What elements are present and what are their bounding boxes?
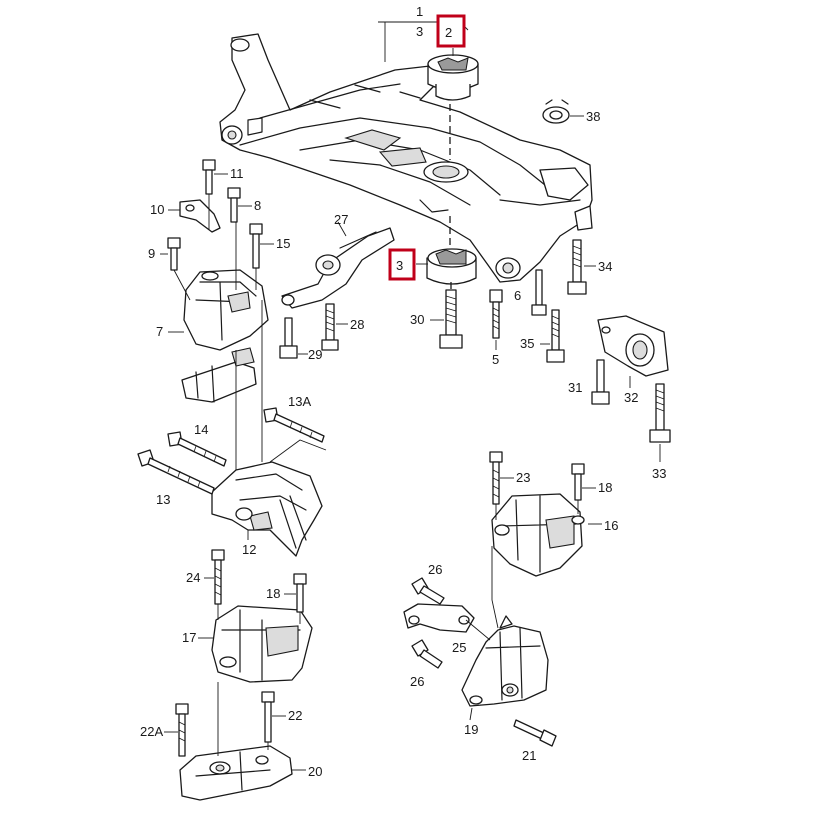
bolt-6: [531, 269, 547, 316]
mount-17: [211, 605, 313, 683]
bracket-10: [179, 199, 221, 233]
callout-14: 14: [194, 422, 208, 437]
callout-7: 7: [156, 324, 163, 339]
bushing-bottom: [426, 248, 477, 285]
callout-34: 34: [598, 259, 612, 274]
bracket-12: [211, 461, 323, 557]
callout-18-left: 18: [266, 586, 280, 601]
callout-30: 30: [410, 312, 424, 327]
callout-2: 2: [445, 25, 452, 40]
bracket-20: [179, 745, 293, 801]
callout-1: 1: [416, 4, 423, 19]
callout-33: 33: [652, 466, 666, 481]
bolt-29: [279, 317, 298, 359]
callout-11: 11: [230, 166, 244, 181]
bolt-26-bottom: [411, 639, 443, 669]
callout-9: 9: [148, 246, 155, 261]
engine-mount-7: [183, 269, 269, 351]
bushing-top: [427, 54, 479, 101]
callout-5: 5: [492, 352, 499, 367]
callout-8: 8: [254, 198, 261, 213]
bolt-11: [202, 159, 216, 195]
callout-29: 29: [308, 347, 322, 362]
callout-13: 13: [156, 492, 170, 507]
callout-24: 24: [186, 570, 200, 585]
bolt-22: [261, 691, 275, 743]
callout-38: 38: [586, 109, 600, 124]
bolt-24: [211, 549, 225, 605]
callout-25: 25: [452, 640, 466, 655]
callout-2-highlight: [436, 14, 466, 48]
callout-12: 12: [242, 542, 256, 557]
callout-17: 17: [182, 630, 196, 645]
arm-25: [403, 603, 475, 633]
bolt-34: [567, 239, 587, 295]
bolt-22a: [175, 703, 189, 757]
callout-3: 3: [396, 258, 403, 273]
bolt-18-right: [571, 463, 585, 501]
callout-27: 27: [334, 212, 348, 227]
bolt-33: [649, 383, 671, 443]
callout-20: 20: [308, 764, 322, 779]
bolt-13: [137, 449, 215, 495]
bolt-15: [249, 223, 263, 269]
bolt-21: [513, 719, 557, 747]
callout-13a: 13A: [288, 394, 311, 409]
callout-15: 15: [276, 236, 290, 251]
clip-38: [542, 99, 570, 124]
callout-18-right: 18: [598, 480, 612, 495]
bolt-26-top: [411, 577, 445, 605]
bracket-19: [461, 615, 549, 707]
callout-32: 32: [624, 390, 638, 405]
callout-28: 28: [350, 317, 364, 332]
callout-26-bottom: 26: [410, 674, 424, 689]
callout-10: 10: [150, 202, 164, 217]
callout-3-highlight: [388, 248, 416, 281]
callout-21: 21: [522, 748, 536, 763]
bolt-23: [489, 451, 503, 505]
bracket-32: [597, 315, 669, 377]
callout-23: 23: [516, 470, 530, 485]
bolt-8: [227, 187, 241, 223]
callout-35: 35: [520, 336, 534, 351]
callout-22: 22: [288, 708, 302, 723]
bolt-18-left: [293, 573, 307, 613]
bolt-14: [167, 431, 227, 467]
bracket-7-lower: [181, 347, 257, 403]
callout-26-top: 26: [428, 562, 442, 577]
bolt-5: [489, 289, 503, 339]
bolt-9: [167, 237, 181, 271]
mount-16: [491, 493, 585, 577]
callout-31: 31: [568, 380, 582, 395]
callout-16: 16: [604, 518, 618, 533]
subframe: [219, 33, 593, 283]
bolt-31: [591, 359, 610, 405]
bolt-28: [321, 303, 339, 351]
bolt-35: [546, 309, 565, 363]
callout-19: 19: [464, 722, 478, 737]
bolt-30: [439, 289, 463, 349]
callout-6: 6: [514, 288, 521, 303]
callout-22a: 22A: [140, 724, 163, 739]
callout-3-top: 3: [416, 24, 423, 39]
torque-rod-27: [281, 227, 395, 309]
bolt-13a: [263, 407, 325, 443]
